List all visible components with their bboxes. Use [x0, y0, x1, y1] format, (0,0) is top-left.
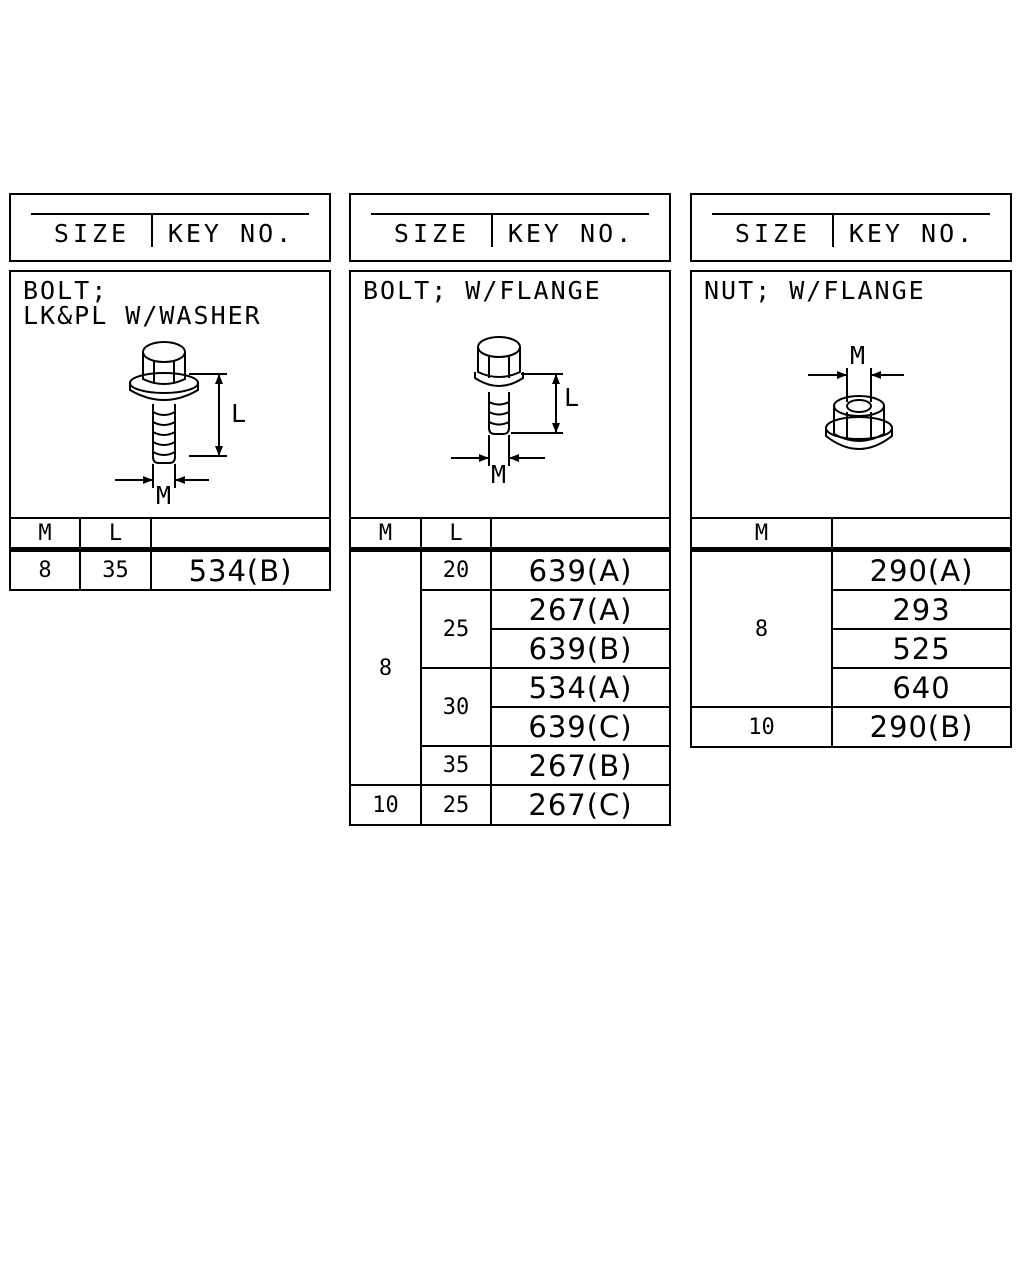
- key-no-header: KEY NO.: [848, 219, 976, 248]
- col-header-key: [152, 517, 329, 552]
- col-header-l: L: [81, 517, 152, 552]
- cell-key-no: 267(B): [492, 747, 669, 786]
- size-header: SIZE: [734, 219, 812, 248]
- nut-flange-drawing: M: [808, 341, 904, 450]
- cell-key-no: 290(B): [869, 710, 974, 744]
- part-title: NUT; W/FLANGE: [704, 276, 926, 305]
- size-header: SIZE: [393, 219, 471, 248]
- key-no-header: KEY NO.: [507, 219, 635, 248]
- panel-header: SIZE KEY NO.: [349, 193, 671, 262]
- panel-nut-flange: SIZE KEY NO. NUT; W/FLANGE: [690, 193, 1012, 753]
- panel-body: BOLT; LK&PL W/WASHER: [9, 270, 331, 591]
- cell-key-no: 639(B): [492, 630, 669, 669]
- cell-key-no: 639(C): [492, 708, 669, 747]
- panel-body: BOLT; W/FLANGE: [349, 270, 671, 826]
- cell-m: 8: [351, 552, 422, 786]
- size-table: M L 8 10 20 25 30 35 25 639(A) 267(A) 63…: [351, 517, 669, 824]
- diameter-dim-label: M: [850, 341, 865, 370]
- part-title-line2: LK&PL W/WASHER: [23, 301, 262, 330]
- key-no-header: KEY NO.: [167, 219, 295, 248]
- cell-key-no: 290(A): [833, 552, 1010, 591]
- cell-key-no: 640: [833, 669, 1010, 708]
- cell-m: 10: [351, 786, 422, 824]
- cell-l: 20: [422, 552, 492, 591]
- size-table: M L 8 35 534(B): [11, 517, 329, 589]
- cell-key-no: 639(A): [492, 552, 669, 591]
- col-header-m: M: [692, 517, 833, 552]
- col-header-m: M: [11, 517, 81, 552]
- length-dim-label: L: [564, 383, 579, 412]
- part-title-line1: BOLT;: [23, 276, 109, 305]
- cell-key-no: 293: [833, 591, 1010, 630]
- panel-header: SIZE KEY NO.: [690, 193, 1012, 262]
- length-dim-label: L: [231, 399, 246, 428]
- cell-key-no: 534(B): [188, 553, 293, 588]
- cell-key-no: 534(A): [492, 669, 669, 708]
- bolt-washer-drawing: L M: [115, 341, 246, 510]
- cell-m: 10: [692, 708, 833, 746]
- col-header-m: M: [351, 517, 422, 552]
- diameter-dim-label: M: [491, 460, 506, 489]
- cell-l: 25: [422, 786, 492, 824]
- panel-bolt-washer: SIZE KEY NO. BOLT; LK&PL W/WASHER: [9, 193, 331, 593]
- cell-key-no: 525: [833, 630, 1010, 669]
- cell-m: 8: [692, 552, 833, 708]
- bolt-flange-drawing: L M: [451, 336, 579, 489]
- panel-header: SIZE KEY NO.: [9, 193, 331, 262]
- diameter-dim-label: M: [156, 481, 171, 510]
- col-header-l: L: [422, 517, 492, 552]
- cell-key-no: 267(C): [528, 788, 633, 822]
- panel-body: NUT; W/FLANGE M: [690, 270, 1012, 748]
- cell-l: 35: [81, 552, 152, 589]
- size-header: SIZE: [53, 219, 131, 248]
- cell-l: 35: [422, 747, 492, 786]
- cell-m: 8: [11, 552, 81, 589]
- part-title: BOLT; W/FLANGE: [363, 276, 602, 305]
- size-table: M 8 10 290(A) 293 525 640 290(B): [692, 517, 1010, 746]
- panel-bolt-flange: SIZE KEY NO. BOLT; W/FLANGE: [349, 193, 671, 829]
- col-header-key: [833, 517, 1010, 552]
- cell-l: 25: [422, 591, 492, 669]
- col-header-key: [492, 517, 669, 552]
- cell-l: 30: [422, 669, 492, 747]
- cell-key-no: 267(A): [492, 591, 669, 630]
